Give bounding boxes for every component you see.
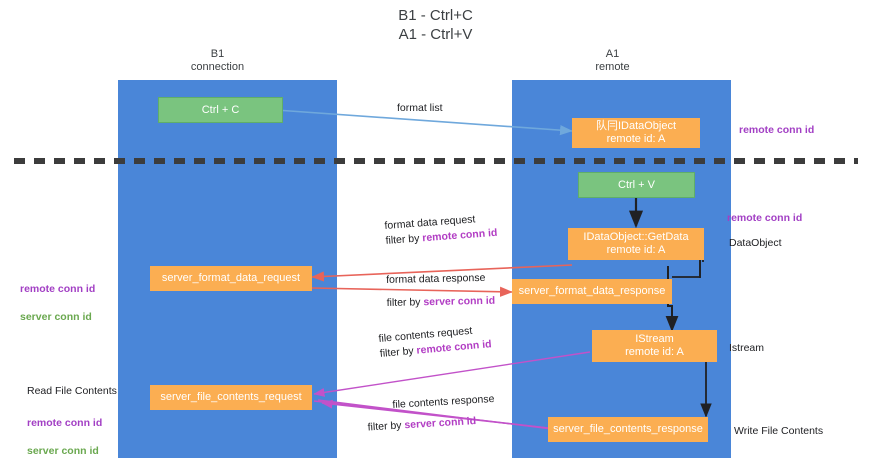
lane-header-right: A1 remote (595, 48, 630, 73)
key-server-conn-id: server conn id (423, 294, 496, 309)
node-ctrl-v[interactable]: Ctrl + V (578, 172, 695, 198)
node-server-format-data-response[interactable]: server_format_data_response (512, 279, 672, 304)
edge-label-format-data-response: format data response filter by server co… (386, 271, 495, 311)
diagram-title: B1 - Ctrl+C A1 - Ctrl+V (398, 7, 473, 43)
annotation-istream: Istream (729, 342, 765, 354)
annotation-conn-ids-bottom-server: server conn id (27, 445, 99, 457)
node-ctrl-c[interactable]: Ctrl + C (158, 97, 283, 123)
annotation-dataobject: DataObject (729, 237, 782, 249)
edge-label-file-contents-request: file contents request filter by remote c… (378, 322, 492, 362)
edge-label-format-data-request: format data request filter by remote con… (384, 211, 498, 249)
annotation-conn-ids-mid: remote conn id server conn id (20, 268, 95, 338)
edge-label-file-contents-response-line2: filter by server conn id (367, 415, 477, 434)
key-remote-conn-id: remote conn id (421, 226, 498, 245)
annotation-conn-ids-bottom-remote: remote conn id (27, 417, 103, 429)
edge-label-format-data-response-line1: format data response (386, 271, 486, 286)
annotation-conn-ids-mid-server: server conn id (20, 311, 92, 323)
edge-label-file-contents-response: file contents response filter by server … (367, 392, 496, 434)
node-idataobject-remote[interactable]: 队冃IDataObject remote id: A (572, 118, 700, 148)
node-server-file-contents-request[interactable]: server_file_contents_request (150, 385, 312, 410)
node-server-format-data-request[interactable]: server_format_data_request (150, 266, 312, 291)
edge-label-format-data-response-line2: filter by server conn id (386, 294, 496, 309)
node-server-file-contents-response[interactable]: server_file_contents_response (548, 417, 708, 442)
edge-label-format-list: format list (397, 102, 443, 114)
annotation-read-file-contents: Read File Contents (27, 385, 117, 397)
annotation-remote-conn-id-mid: remote conn id (727, 212, 803, 224)
key-server-conn-id: server conn id (404, 415, 477, 432)
annotation-write-file-contents: Write File Contents (734, 425, 824, 437)
node-idataobject-getdata[interactable]: IDataObject::GetData remote id: A (568, 228, 704, 260)
edge-label-file-contents-response-line1: file contents response (392, 392, 495, 411)
annotation-conn-ids-bottom: remote conn id server conn id (27, 402, 102, 472)
lane-header-left: B1 connection (190, 48, 245, 73)
annotation-remote-conn-id-top: remote conn id (739, 124, 815, 136)
node-istream[interactable]: IStream remote id: A (592, 330, 717, 362)
annotation-conn-ids-mid-remote: remote conn id (20, 283, 96, 295)
